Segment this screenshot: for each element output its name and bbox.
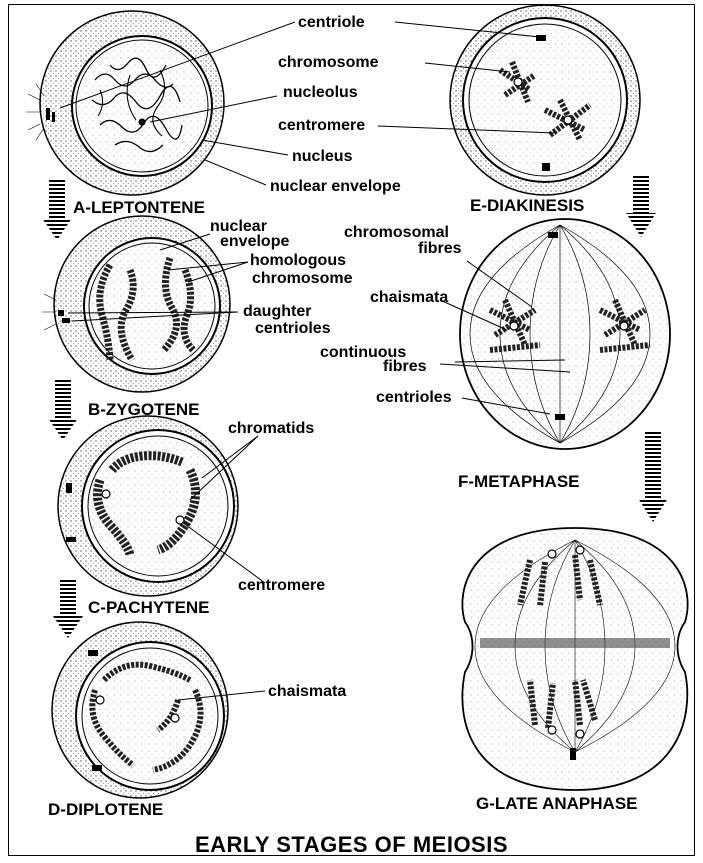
stage-leptontene: A-LEPTONTENE	[73, 198, 205, 218]
label-chromosome: chromosome	[278, 54, 378, 71]
label-centriole: centriole	[298, 14, 365, 31]
label-nuclear-envelope-a: nuclear envelope	[270, 178, 401, 195]
arrow-a-b	[42, 180, 72, 240]
figure-title: EARLY STAGES OF MEIOSIS	[0, 832, 703, 858]
stage-diakinesis: E-DIAKINESIS	[470, 196, 584, 216]
label-nucleus: nucleus	[292, 148, 352, 165]
label-centrioles-f: centrioles	[376, 389, 452, 406]
cell-diakinesis	[450, 5, 640, 195]
label-chromosome-b: chromosome	[252, 270, 352, 287]
label-nucleolus: nucleolus	[283, 84, 358, 101]
cell-pachytene	[58, 416, 238, 596]
stage-late-anaphase: G-LATE ANAPHASE	[476, 794, 638, 814]
label-daughter: daughter	[243, 303, 311, 320]
stage-pachytene: C-PACHYTENE	[88, 598, 210, 618]
label-homologous: homologous	[250, 252, 346, 269]
label-chromosomal: chromosomal	[344, 224, 449, 241]
cell-leptontene	[26, 11, 224, 195]
stage-zygotene: B-ZYGOTENE	[88, 400, 199, 420]
cell-diplotene	[52, 622, 228, 798]
label-centrioles-b: centrioles	[255, 320, 331, 337]
stage-metaphase: F-METAPHASE	[458, 472, 580, 492]
arrow-b-c	[48, 380, 78, 440]
label-centromere-e: centromere	[278, 117, 365, 134]
label-envelope-b: envelope	[220, 233, 289, 250]
arrow-e-f	[626, 175, 656, 237]
label-chaismata-d: chaismata	[268, 683, 346, 700]
label-centromere-c: centromere	[238, 577, 325, 594]
cell-metaphase	[460, 219, 670, 449]
label-chromatids: chromatids	[228, 420, 314, 437]
stage-diplotene: D-DIPLOTENE	[48, 800, 163, 820]
label-chaismata-f: chaismata	[370, 289, 448, 306]
label-fibres-f: fibres	[418, 240, 462, 257]
cell-late-anaphase	[462, 528, 687, 790]
arrow-f-g	[638, 432, 668, 522]
arrow-c-d	[53, 578, 83, 638]
cell-zygotene	[42, 216, 230, 392]
label-fibres-f2: fibres	[383, 358, 427, 375]
